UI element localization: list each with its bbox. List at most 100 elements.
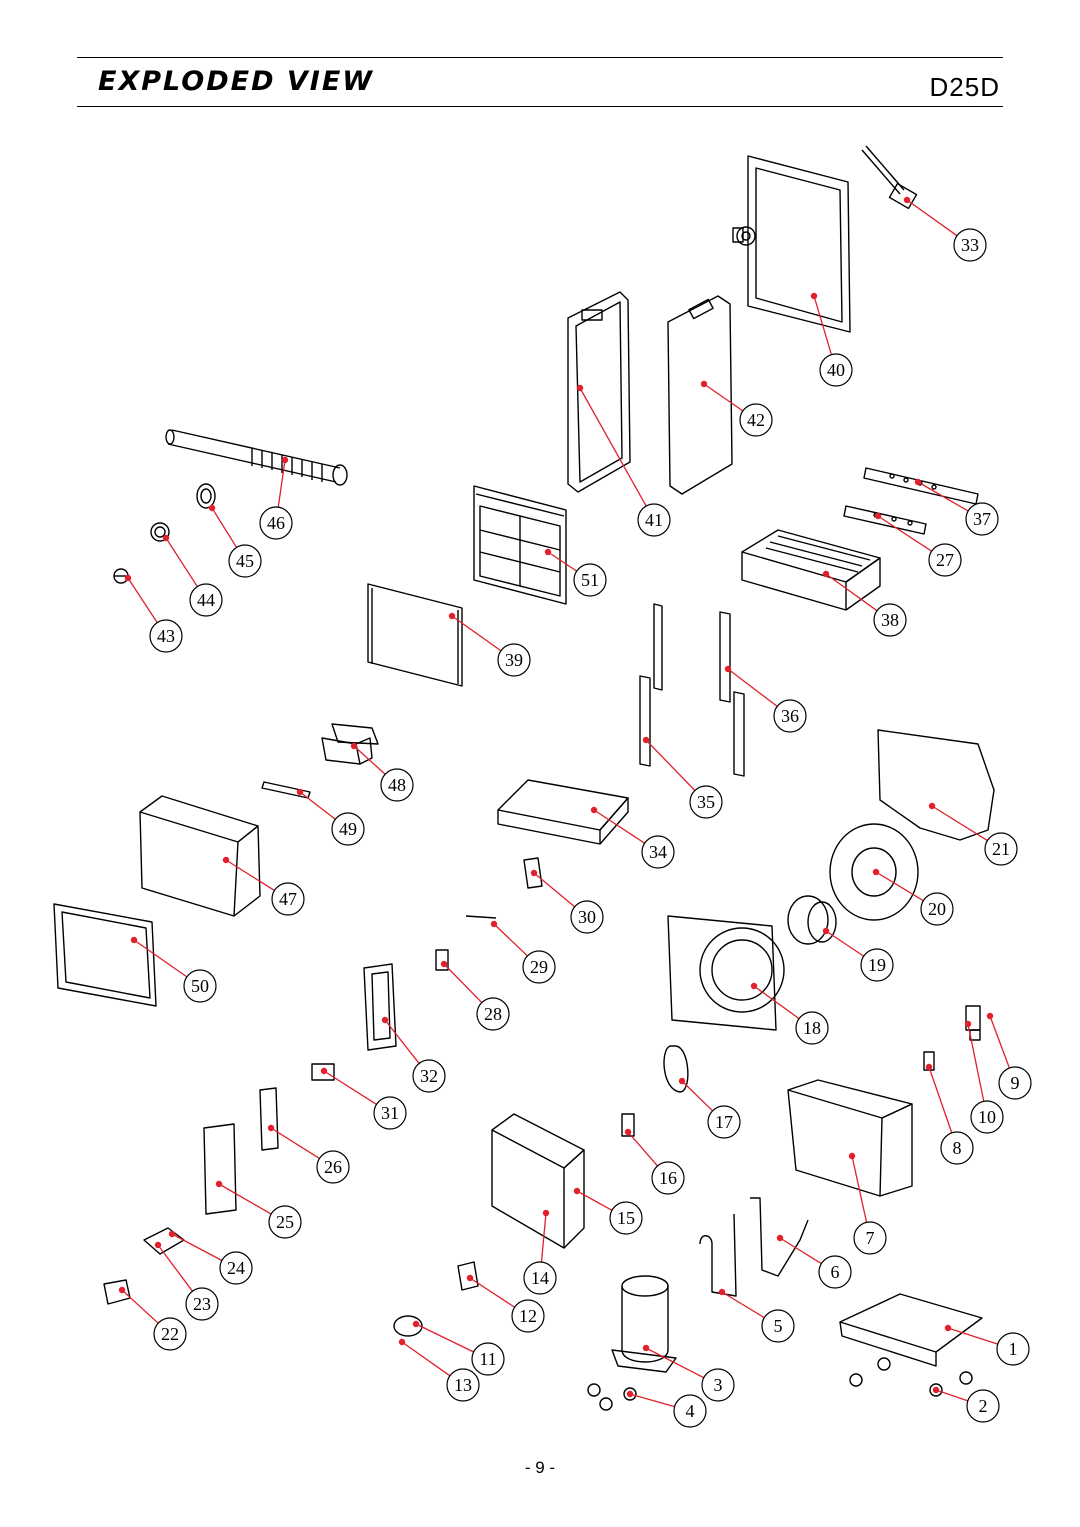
callout-anchor-dot — [822, 927, 830, 935]
callout-2: 2 — [932, 1386, 1000, 1423]
callout-anchor-dot — [466, 1274, 474, 1282]
part-5-pipe — [699, 1213, 737, 1297]
callout-anchor-dot — [490, 920, 498, 928]
callout-anchor-dot — [381, 1016, 389, 1024]
callout-number: 13 — [454, 1375, 472, 1395]
callout-anchor-dot — [903, 196, 911, 204]
callout-anchor-dot — [162, 534, 170, 542]
callout-leader-line — [906, 199, 958, 237]
callout-leader-line — [645, 739, 696, 791]
callout-leader-line — [579, 387, 647, 507]
callout-number-circle — [818, 1255, 852, 1289]
callout-number-circle — [189, 583, 223, 617]
callout-27: 27 — [874, 512, 962, 577]
callout-number-circle — [259, 506, 293, 540]
callout-number: 7 — [866, 1228, 875, 1248]
callout-19: 19 — [822, 927, 894, 982]
callout-anchor-dot — [398, 1338, 406, 1346]
callout-leader-line — [813, 295, 833, 355]
callout-number: 40 — [827, 360, 845, 380]
part-35-rail — [639, 603, 663, 767]
callout-number-circle — [497, 643, 531, 677]
callout-anchor-dot — [932, 1386, 940, 1394]
callout-35: 35 — [642, 736, 723, 819]
callout-anchor-dot — [810, 292, 818, 300]
callout-leader-line — [165, 537, 198, 587]
callout-anchor-dot — [624, 1128, 632, 1136]
callout-leader-line — [989, 1015, 1011, 1069]
part-31-small-motor — [311, 1063, 335, 1081]
callout-39: 39 — [448, 612, 531, 677]
callout-10: 10 — [964, 1020, 1004, 1134]
callout-number-circle — [268, 1205, 302, 1239]
callout-number: 32 — [420, 1066, 438, 1086]
callout-number-circle — [928, 543, 962, 577]
part-25-box — [203, 1123, 237, 1215]
callout-leader-line — [703, 383, 744, 412]
callout-leader-line — [576, 1190, 613, 1211]
callout-leader-line — [721, 1291, 765, 1319]
callout-number: 6 — [831, 1262, 840, 1282]
callout-number: 35 — [697, 792, 715, 812]
callout-leader-line — [931, 805, 988, 842]
part-46-exhaust-hose — [165, 429, 348, 486]
callout-number-circle — [641, 835, 675, 869]
callout-number: 5 — [774, 1316, 783, 1336]
callout-26: 26 — [267, 1124, 350, 1184]
callout-number-circle — [316, 1150, 350, 1184]
callout-leader-line — [825, 930, 865, 957]
part-39-evaporator — [367, 583, 463, 687]
callout-number-circle — [819, 353, 853, 387]
callout-leader-line — [779, 1237, 822, 1265]
callout-number: 49 — [339, 819, 357, 839]
callout-30: 30 — [530, 869, 604, 934]
callout-number: 31 — [381, 1103, 399, 1123]
callout-anchor-dot — [822, 570, 830, 578]
callout-anchor-dot — [573, 1187, 581, 1195]
callout-number-circle — [219, 1251, 253, 1285]
part-37-control-board — [863, 467, 979, 505]
callout-number-circle — [573, 563, 607, 597]
part-17-belt — [663, 1045, 689, 1093]
part-38-top-cover — [741, 529, 881, 611]
callout-number-circle — [522, 950, 556, 984]
callout-leader-line — [851, 1155, 868, 1223]
callout-leader-line — [211, 507, 238, 548]
callout-leader-line — [681, 1080, 714, 1112]
callout-number: 16 — [659, 1168, 677, 1188]
callout-number-circle — [637, 503, 671, 537]
callout-number: 3 — [714, 1375, 723, 1395]
callout-11: 11 — [412, 1320, 505, 1376]
part-34-tray — [497, 779, 629, 845]
part-42-side-cover — [667, 295, 733, 495]
callout-anchor-dot — [928, 802, 936, 810]
callout-number-circle — [446, 1368, 480, 1402]
callout-anchor-dot — [208, 504, 216, 512]
callout-31: 31 — [320, 1067, 407, 1130]
callout-number: 8 — [953, 1138, 962, 1158]
callout-number: 24 — [227, 1258, 245, 1278]
callout-number: 44 — [197, 590, 215, 610]
callout-42: 42 — [700, 380, 773, 437]
callout-anchor-dot — [724, 665, 732, 673]
callout-number-circle — [853, 1221, 887, 1255]
callout-leader-line — [917, 481, 969, 512]
callout-number-circle — [471, 1342, 505, 1376]
callout-14: 14 — [523, 1209, 557, 1295]
callout-leader-line — [593, 809, 645, 844]
part-11-valve-coil — [393, 1315, 423, 1337]
callout-anchor-dot — [168, 1230, 176, 1238]
callout-number: 26 — [324, 1157, 342, 1177]
callout-7: 7 — [848, 1152, 887, 1255]
callout-8: 8 — [925, 1063, 974, 1165]
callout-number: 37 — [973, 509, 991, 529]
callout-number: 48 — [388, 775, 406, 795]
callout-5: 5 — [718, 1288, 795, 1343]
callout-25: 25 — [215, 1180, 302, 1239]
callout-32: 32 — [381, 1016, 446, 1093]
callout-anchor-dot — [222, 856, 230, 864]
callout-leader-line — [627, 1131, 658, 1167]
part-40-rear-frame — [732, 155, 851, 333]
header-bottom-rule — [77, 106, 1003, 107]
